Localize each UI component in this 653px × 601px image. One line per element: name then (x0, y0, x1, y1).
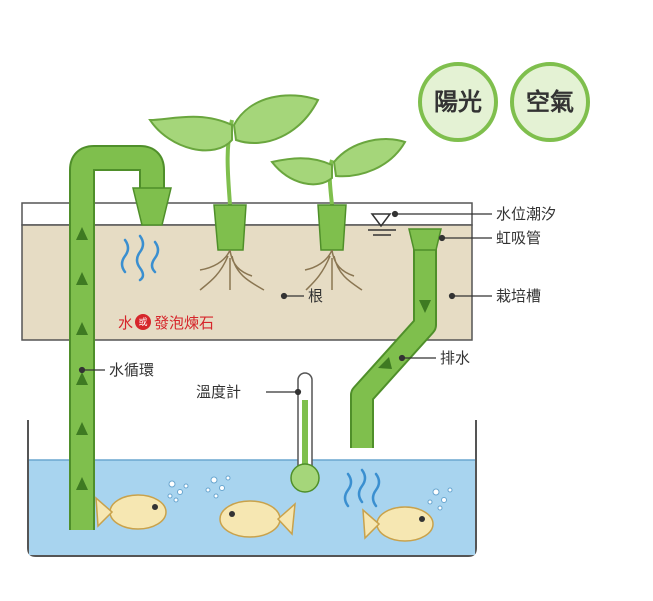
or-badge (135, 314, 151, 330)
water-circulation-pipe (69, 145, 172, 530)
plant-right (270, 138, 407, 291)
label-grow-bed: 栽培槽 (496, 287, 541, 305)
air-badge: 空氣 (510, 62, 590, 142)
water-level-icon (368, 213, 396, 236)
media-prefix-text: 水 (118, 314, 133, 332)
flow-arrows-up (76, 227, 88, 490)
label-water-level-tide: 水位潮汐 (496, 205, 556, 223)
media-suffix-text: 發泡煉石 (154, 314, 214, 332)
thermometer-icon (290, 372, 320, 493)
bubbles-icon (167, 475, 453, 511)
leader-lines (78, 210, 492, 396)
plant-left (148, 94, 320, 291)
label-roots: 根 (308, 287, 323, 305)
flow-arrow-diagonal (378, 357, 392, 369)
grow-bed (21, 202, 473, 341)
fish-icon (95, 494, 167, 530)
label-water-circulation: 水循環 (109, 361, 154, 379)
air-label: 空氣 (526, 88, 574, 116)
label-siphon-tube: 虹吸管 (496, 229, 541, 247)
water-drip-icon (120, 234, 160, 282)
label-drain: 排水 (440, 349, 470, 367)
or-badge-text: 或 (138, 316, 147, 328)
sunlight-label: 陽光 (434, 88, 482, 116)
flow-arrow-down (419, 300, 431, 313)
fish-icon (219, 500, 296, 538)
water-wave-icon (343, 468, 381, 508)
label-thermometer: 溫度計 (196, 383, 241, 401)
fish-icon (362, 506, 434, 542)
sunlight-badge: 陽光 (418, 62, 498, 142)
label-growing-media: 水 或 發泡煉石 (118, 314, 214, 332)
siphon-drain-pipe (350, 228, 442, 448)
